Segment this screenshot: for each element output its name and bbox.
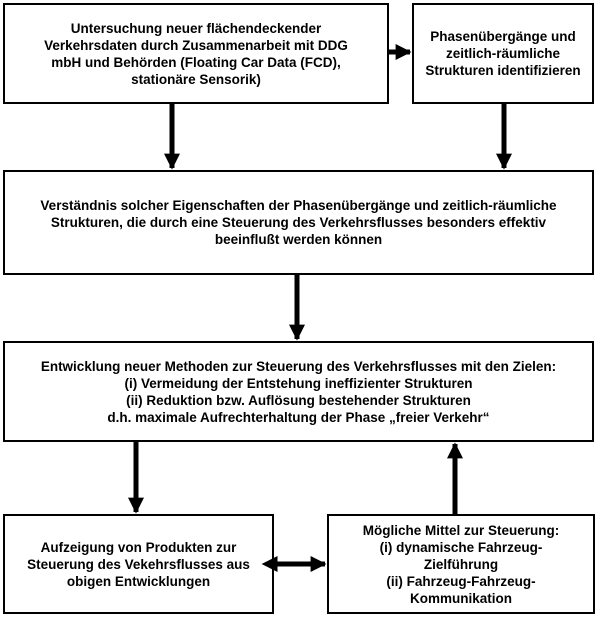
box-text-line: mbH und Behörden (Floating Car Data (FCD… xyxy=(51,54,341,70)
box-text-line: Entwicklung neuer Methoden zur Steuerung… xyxy=(40,358,557,374)
box-text-line: stationäre Sensorik) xyxy=(131,71,261,87)
box-text-line: (i) dynamische Fahrzeug- xyxy=(379,539,543,555)
box-text-line: Strukturen, die durch eine Steuerung des… xyxy=(50,215,547,230)
box-text-line: Verkehrsdaten durch Zusammenarbeit mit D… xyxy=(44,37,348,53)
box-text-line: Aufzeigung von Produkten zur xyxy=(40,539,237,555)
box-text-line: obigen Entwicklungen xyxy=(66,573,211,589)
box-text-line: d.h. maximale Aufrechterhaltung der Phas… xyxy=(107,409,490,425)
box-text-line: (i) Vermeidung der Entstehung ineffizien… xyxy=(124,375,473,391)
box-products: Aufzeigung von Produkten zur Steuerung d… xyxy=(3,514,274,614)
box-text-line: zeitlich-räumliche xyxy=(445,46,561,61)
box-text-line: Steuerung des Vekehrsflusses aus xyxy=(27,556,250,572)
box-phase-transitions: Phasenübergänge und zeitlich-räumliche S… xyxy=(412,3,594,104)
box-data-collection: Untersuchung neuer flächendeckender Verk… xyxy=(3,3,389,104)
box-text-line: Zielführung xyxy=(423,556,499,572)
box-text-line: Kommunikation xyxy=(409,590,512,606)
box-text-line: (ii) Fahrzeug-Fahrzeug- xyxy=(386,573,536,589)
box-understanding: Verständnis solcher Eigenschaften der Ph… xyxy=(3,170,594,275)
box-text-line: Phasenübergänge und xyxy=(430,29,576,44)
box-text-line: Strukturen identifizieren xyxy=(425,63,581,78)
box-text-line: (ii) Reduktion bzw. Auflösung bestehende… xyxy=(126,392,471,408)
box-control-means: Mögliche Mittel zur Steuerung: (i) dynam… xyxy=(327,514,595,614)
box-method-development: Entwicklung neuer Methoden zur Steuerung… xyxy=(3,341,594,442)
box-text-line: beeinflußt werden können xyxy=(214,232,383,247)
box-text-line: Untersuchung neuer flächendeckender xyxy=(70,20,322,36)
box-text-line: Verständnis solcher Eigenschaften der Ph… xyxy=(40,198,557,213)
box-text-line: Mögliche Mittel zur Steuerung: xyxy=(362,522,560,538)
